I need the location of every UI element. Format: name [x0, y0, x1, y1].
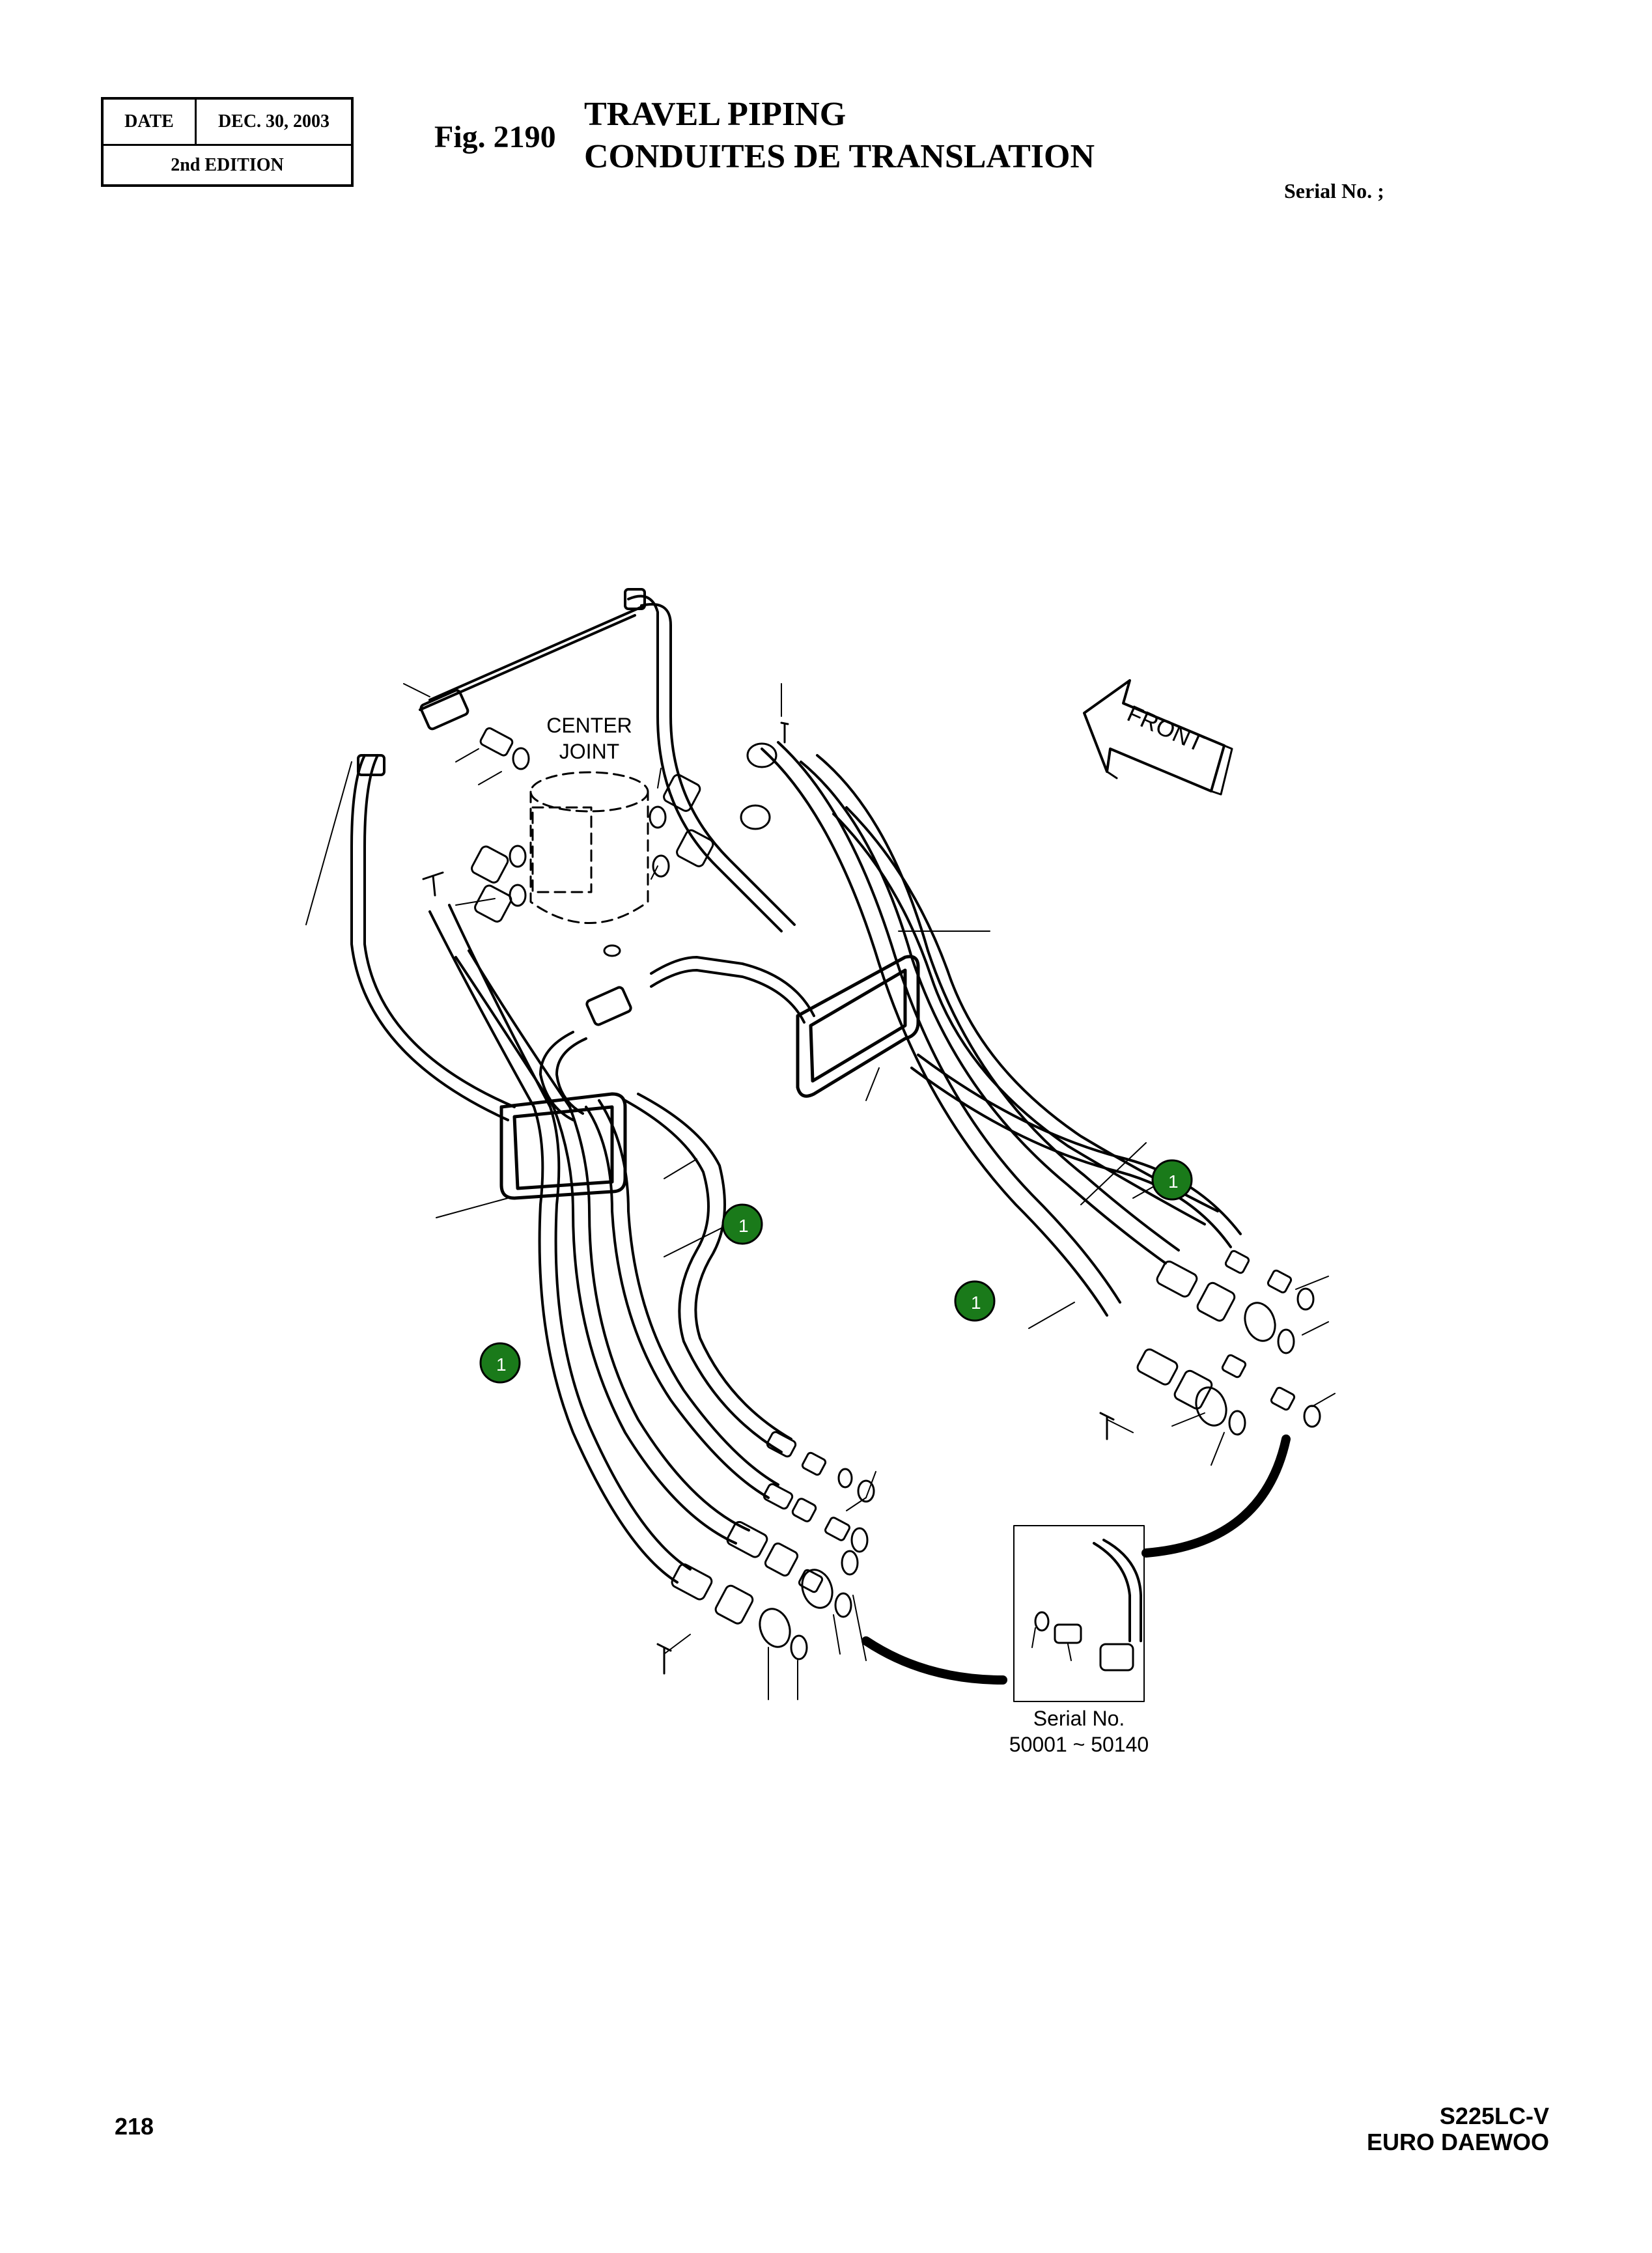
right-hose-bundle [761, 741, 1242, 1317]
center-joint-label-2: JOINT [559, 740, 619, 763]
left-clamp [499, 1092, 627, 1200]
callout-1b-label: 1 [496, 1354, 507, 1375]
callout-1c-label: 1 [1168, 1171, 1179, 1192]
figure-number: Fig. 2190 [434, 120, 556, 154]
center-joint [529, 771, 649, 924]
left-hose-bundle [428, 904, 792, 1584]
callout-1a-label: 1 [738, 1216, 749, 1236]
front-arrow-icon [1083, 679, 1233, 796]
model-info: S225LC-V EURO DAEWOO [1367, 2103, 1549, 2155]
date-row: DATE DEC. 30, 2003 [104, 100, 351, 146]
callout-1d[interactable]: 1 [954, 1280, 996, 1322]
lower-tee-fitting [539, 956, 815, 1121]
center-joint-label-1: CENTER [546, 714, 632, 737]
callout-1d-label: 1 [971, 1293, 981, 1313]
inset-serial-label: Serial No. [1033, 1707, 1125, 1730]
lower-left-fittings [656, 1431, 875, 1675]
date-value: DEC. 30, 2003 [217, 111, 330, 132]
inset-serial-range: 50001 ~ 50140 [1009, 1733, 1149, 1756]
right-clamp [796, 955, 920, 1098]
date-label: DATE [104, 100, 197, 144]
inset-detail [861, 1434, 1291, 1702]
serial-number-label: Serial No. ; [1284, 179, 1384, 203]
callout-1b[interactable]: 1 [479, 1342, 521, 1384]
callout-1a[interactable]: 1 [721, 1203, 763, 1245]
page-number: 218 [115, 2113, 154, 2140]
upper-pipes [350, 588, 796, 1121]
callout-1c[interactable]: 1 [1151, 1159, 1193, 1201]
front-label: FRONT [1123, 700, 1208, 757]
model-name: S225LC-V [1439, 2103, 1549, 2129]
edition-label: 2nd EDITION [171, 154, 284, 175]
date-box: DATE DEC. 30, 2003 2nd EDITION [101, 97, 354, 187]
title-french: CONDUITES DE TRANSLATION [584, 138, 1095, 175]
upper-fittings [422, 721, 789, 957]
title-english: TRAVEL PIPING [584, 96, 847, 133]
right-fittings [1099, 1250, 1321, 1440]
brand-name: EURO DAEWOO [1366, 2129, 1549, 2155]
